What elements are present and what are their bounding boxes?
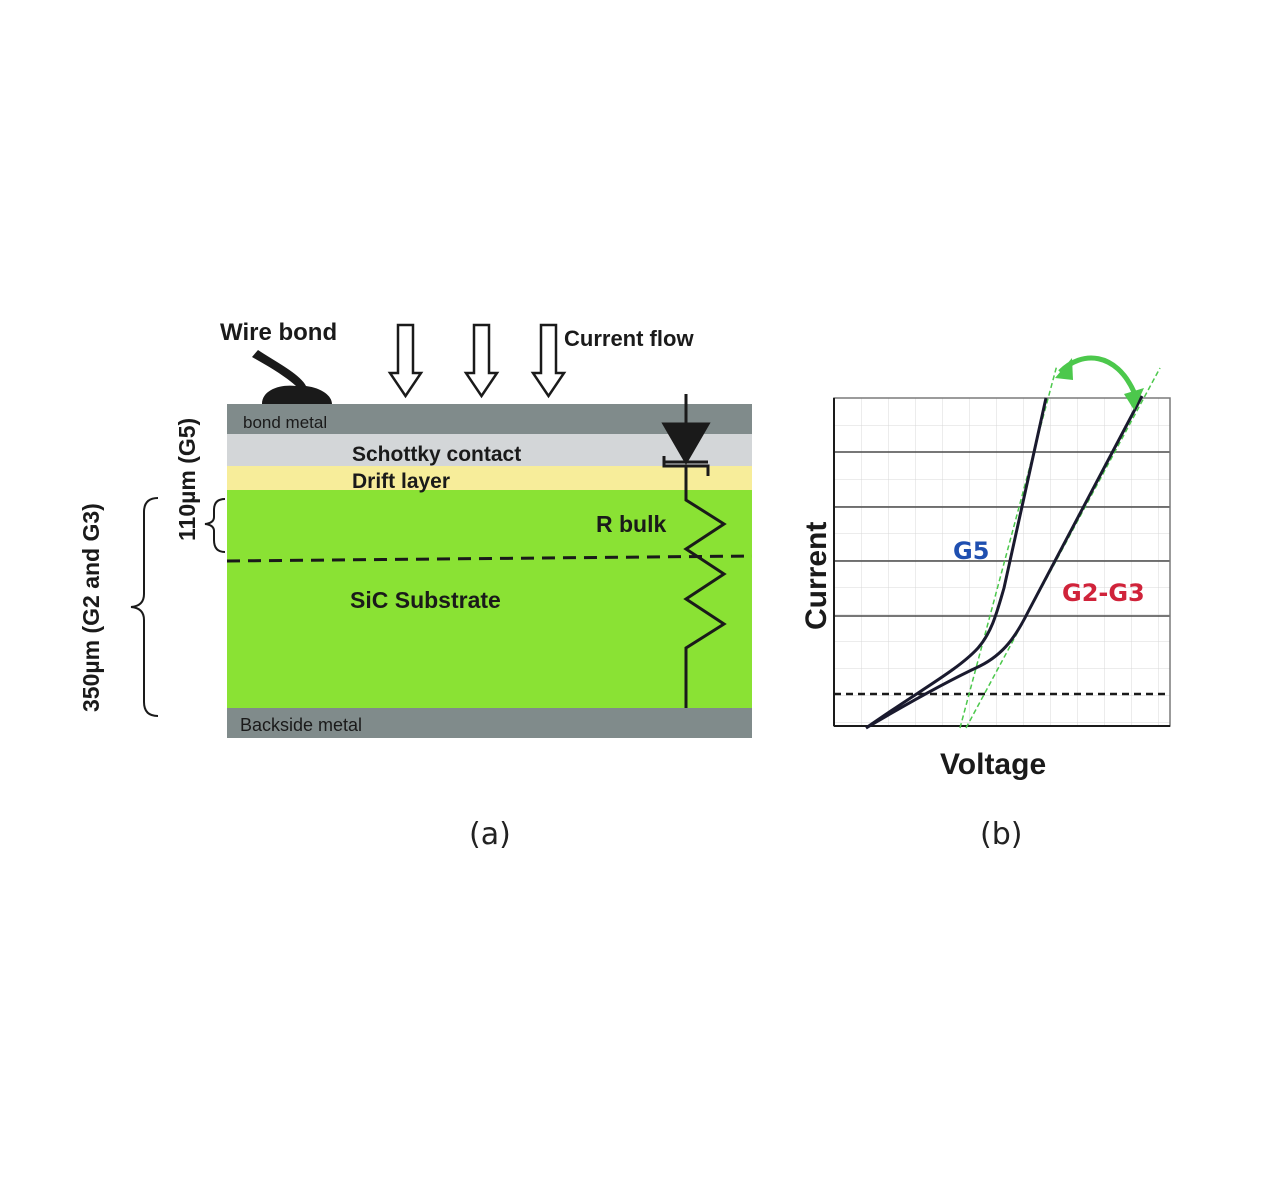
wire-bond-icon [252,350,332,404]
curve-g5 [865,397,1048,730]
current-arrow-icon [530,323,567,399]
series-label-g2-g3: G2-G3 [1062,579,1145,607]
current-flow-label: Current flow [564,326,694,351]
g5-thickness-boundary [226,554,753,563]
curve-g2-g3 [865,395,1144,730]
current-arrow-icon [387,323,424,399]
bond-metal-label: bond metal [243,413,327,432]
r-bulk-label: R bulk [596,511,666,537]
sic-substrate-label: SiC Substrate [350,587,501,613]
thickness-g5-label: 110µm (G5) [174,418,200,541]
substrate-layer [227,490,752,708]
panel-a-device-cross-section: Wire bond Current flow bond metal Schott… [78,319,753,852]
schottky-contact-label: Schottky contact [352,443,521,466]
rotation-arrow-head-icon [1124,388,1144,410]
caption-b: (b) [980,817,1022,852]
brace-g2-g3-icon [130,497,159,717]
bond-metal-layer [227,404,752,434]
backside-metal-label: Backside metal [240,715,362,735]
series-label-g5: G5 [953,537,989,565]
caption-a: (a) [469,817,511,852]
x-axis-label: Voltage [940,748,1046,781]
y-axis-label: Current [800,522,833,630]
brace-g5-icon [204,498,226,553]
wire-bond-label: Wire bond [220,319,337,346]
resistor-icon [683,466,727,708]
drift-layer [227,466,752,490]
thickness-g2-g3-label: 350µm (G2 and G3) [78,503,104,712]
diode-icon [661,422,711,465]
backside-metal-layer [227,708,752,738]
current-arrow-icon [463,323,500,399]
rotation-arrow-head-icon [1055,358,1073,380]
current-flow-arrows [387,323,567,399]
plot-grid-minor [834,398,1170,726]
drift-layer-label: Drift layer [352,470,450,493]
panel-b-iv-curve: G5 G2-G3 Voltage Current (b) [800,355,1171,852]
circuit-symbol [661,394,727,708]
